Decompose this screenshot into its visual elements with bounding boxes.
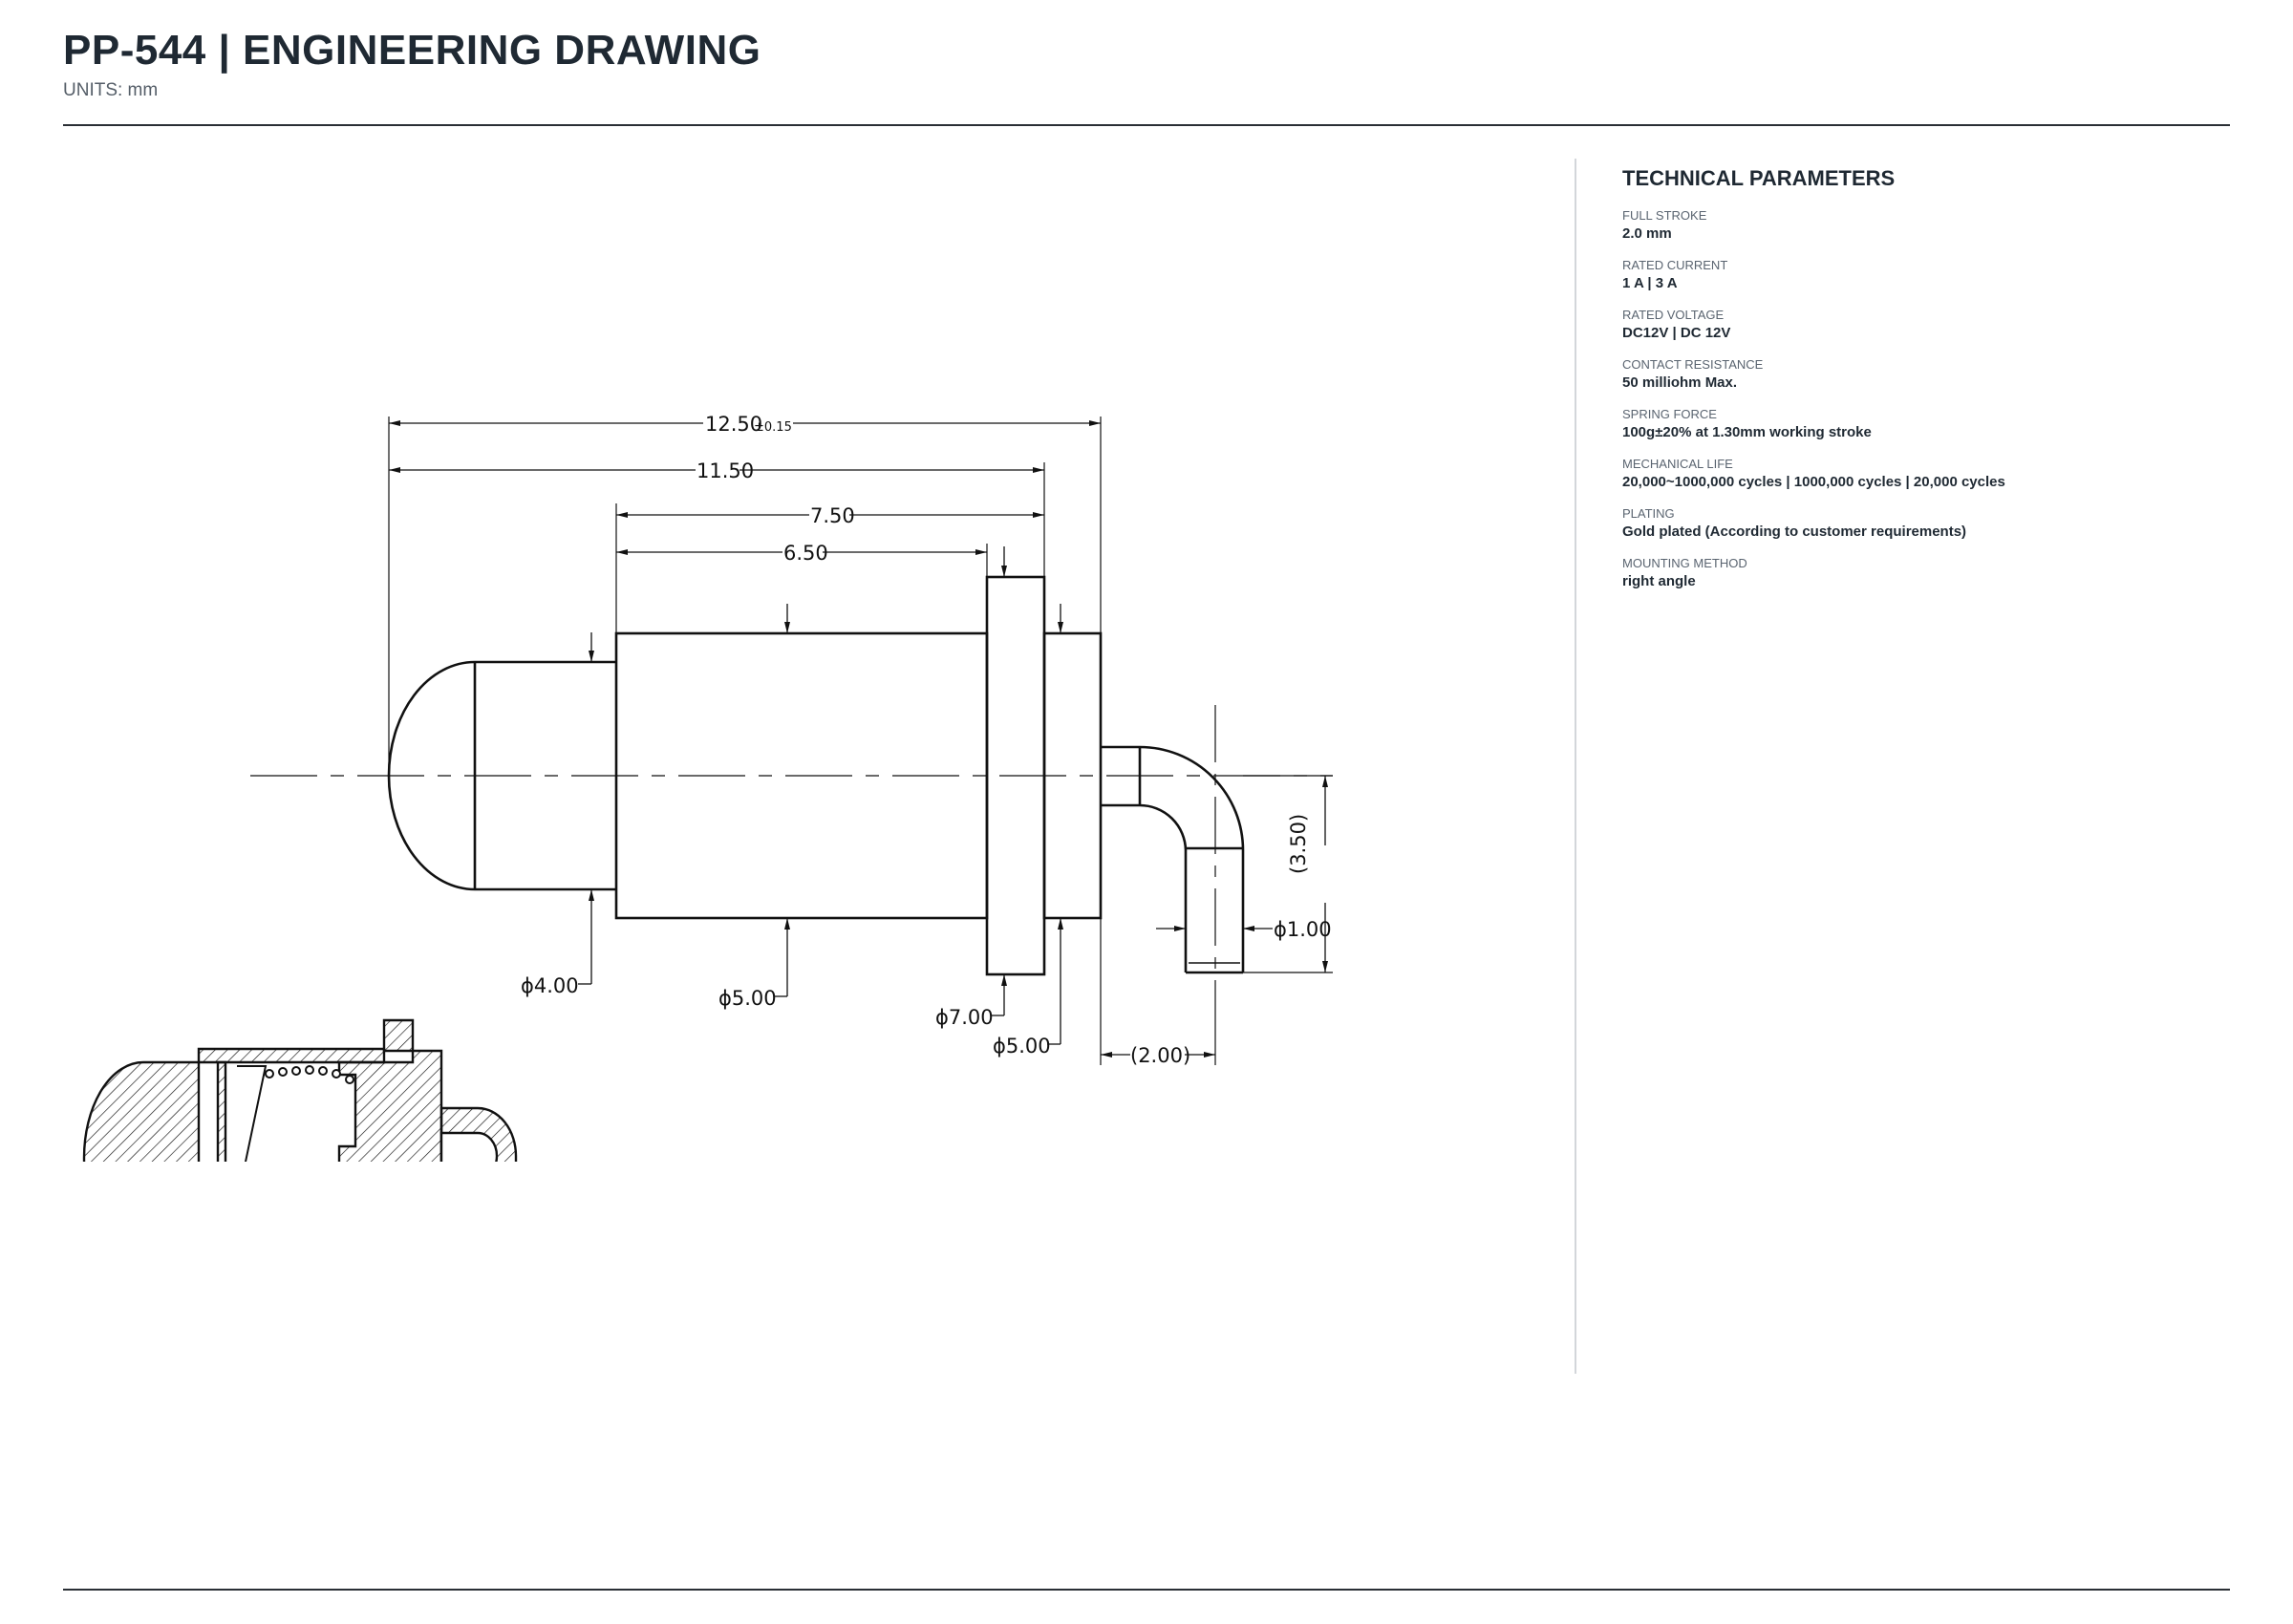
param-full-stroke: FULL STROKE 2.0 mm — [1622, 208, 2234, 242]
param-value: right angle — [1622, 573, 1696, 589]
units-label: UNITS: mm — [63, 80, 159, 100]
header-divider — [63, 124, 2230, 126]
param-label: SPRING FORCE — [1622, 407, 1717, 421]
technical-parameters-panel: TECHNICAL PARAMETERS FULL STROKE 2.0 mm … — [1622, 166, 2234, 606]
param-value: 2.0 mm — [1622, 225, 1672, 242]
param-rated-voltage: RATED VOLTAGE DC12V | DC 12V — [1622, 308, 2234, 341]
param-label: RATED CURRENT — [1622, 258, 1728, 272]
dim-7-50-label: 7.50 — [810, 504, 855, 527]
dimension-12-50: 12.50 ±0.15 — [389, 413, 1101, 436]
dimension-6-50: 6.50 — [616, 542, 987, 565]
dim-overall-label: 12.50 — [705, 413, 762, 436]
param-contact-resistance: CONTACT RESISTANCE 50 milliohm Max. — [1622, 357, 2234, 391]
dia-1-label: ϕ1.00 — [1274, 918, 1332, 941]
pogo-pin-outline — [387, 575, 1245, 976]
dimension-7-50: 7.50 — [616, 504, 1044, 527]
dim-3-50-label: (3.50) — [1287, 814, 1310, 874]
page-title: PP-544 | ENGINEERING DRAWING — [63, 27, 761, 74]
param-label: MECHANICAL LIFE — [1622, 457, 1733, 471]
param-label: PLATING — [1622, 506, 1675, 521]
param-value: 100g±20% at 1.30mm working stroke — [1622, 424, 1872, 440]
panel-divider — [1575, 159, 1576, 1374]
parameters-heading: TECHNICAL PARAMETERS — [1622, 166, 1896, 190]
dim-2-00-label: (2.00) — [1130, 1044, 1190, 1067]
param-value: DC12V | DC 12V — [1622, 325, 1731, 341]
dim-11-50-label: 11.50 — [696, 459, 754, 482]
cross-section-detail — [82, 1018, 518, 1162]
param-label: CONTACT RESISTANCE — [1622, 357, 1764, 372]
dia-5-body-label: ϕ5.00 — [718, 987, 777, 1010]
param-value: 1 A | 3 A — [1622, 275, 1678, 291]
footer-divider — [63, 1589, 2230, 1591]
dia-5-rear-label: ϕ5.00 — [993, 1035, 1051, 1058]
dia-4-label: ϕ4.00 — [521, 974, 579, 997]
engineering-drawing: 12.50 ±0.15 11.50 7.50 6.50 ϕ4.00 ϕ5.00 … — [82, 413, 1333, 1162]
param-label: MOUNTING METHOD — [1622, 556, 1747, 570]
param-mechanical-life: MECHANICAL LIFE 20,000~1000,000 cycles |… — [1622, 457, 2234, 490]
param-value: Gold plated (According to customer requi… — [1622, 524, 1967, 540]
dimension-3-50: (3.50) — [1287, 776, 1328, 972]
param-value: 20,000~1000,000 cycles | 1000,000 cycles… — [1622, 474, 2005, 490]
dimension-11-50: 11.50 — [389, 459, 1044, 482]
dimension-2-00: (2.00) — [1101, 1044, 1215, 1067]
param-label: RATED VOLTAGE — [1622, 308, 1725, 322]
param-value: 50 milliohm Max. — [1622, 374, 1738, 391]
param-plating: PLATING Gold plated (According to custom… — [1622, 506, 2234, 540]
dim-overall-tolerance: ±0.15 — [754, 420, 792, 435]
param-label: FULL STROKE — [1622, 208, 1707, 223]
param-spring-force: SPRING FORCE 100g±20% at 1.30mm working … — [1622, 407, 2234, 440]
param-mounting-method: MOUNTING METHOD right angle — [1622, 556, 2234, 589]
dia-7-label: ϕ7.00 — [935, 1006, 994, 1029]
param-rated-current: RATED CURRENT 1 A | 3 A — [1622, 258, 2234, 291]
dim-6-50-label: 6.50 — [783, 542, 828, 565]
header: PP-544 | ENGINEERING DRAWING UNITS: mm — [63, 27, 761, 101]
